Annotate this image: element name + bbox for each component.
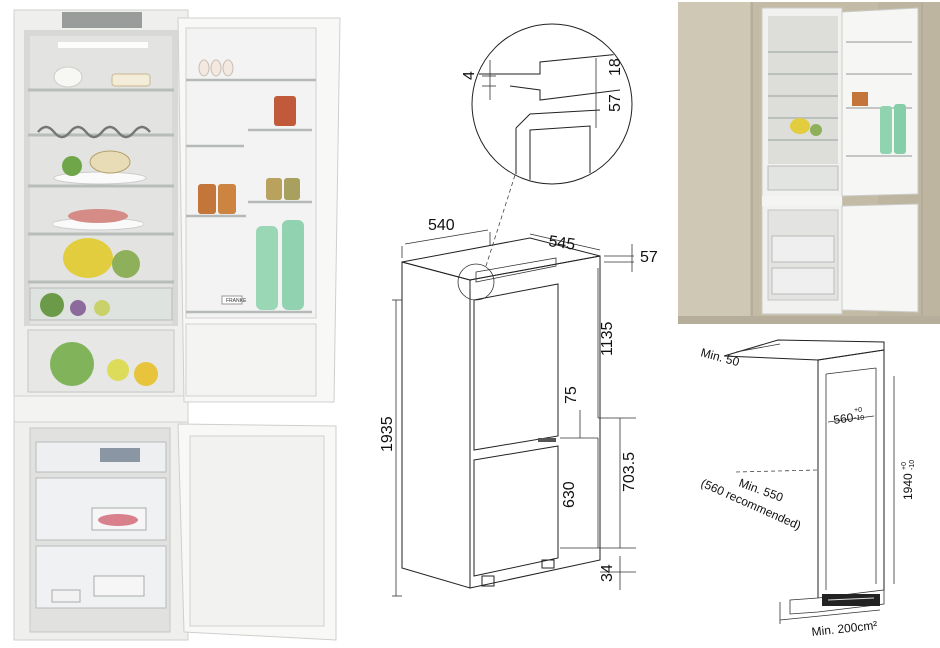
dim-width: 540 [428, 217, 455, 234]
shelves [28, 88, 174, 284]
dim-gap-mid: 75 [563, 386, 580, 404]
vent-grille [822, 594, 880, 606]
detail-zoom-circle [471, 23, 633, 185]
width-tol-plus: +0 [854, 407, 862, 414]
detail-gap: 4 [461, 71, 478, 80]
dim-depth: 545 [547, 233, 576, 254]
fridge-photo-right [678, 2, 940, 324]
detail-18: 18 [607, 58, 624, 76]
niche-height: 1940 [901, 473, 915, 500]
dim-bottom: 34 [599, 564, 616, 582]
dim-lower: 630 [561, 481, 578, 508]
meat-plate [68, 209, 128, 223]
bread [89, 150, 131, 174]
water-bottle [256, 226, 278, 310]
main-dimension-diagram: 540 545 57 1935 1135 75 630 703.5 34 4 1… [379, 23, 658, 597]
height-tol-minus: -10 [909, 460, 916, 470]
fridge-photo-left: FRANKE [13, 9, 341, 641]
jug [53, 66, 83, 88]
cheese-plate [111, 73, 151, 87]
height-tol-plus: +0 [901, 462, 908, 470]
niche-diagram: Min. 50 560 +0 -10 1940 +0 -10 Min. 550 … [699, 339, 916, 639]
wine-rack [37, 125, 151, 139]
brand-label: FRANKE [226, 298, 247, 304]
niche-width: 560 [832, 410, 854, 427]
lettuce [50, 342, 94, 386]
cabbage [112, 250, 140, 278]
dim-top-gap: 57 [640, 249, 658, 266]
detail-marker [457, 263, 495, 301]
width-tol-minus: -10 [854, 415, 864, 422]
greens [62, 156, 82, 176]
melon [63, 238, 113, 278]
control-panel [62, 12, 142, 28]
min-top: Min. 50 [699, 345, 741, 369]
jar [274, 96, 296, 126]
vent-area: Min. 200cm² [811, 618, 878, 639]
dim-lower-total: 703.5 [621, 452, 638, 492]
dim-upper: 1135 [599, 321, 616, 356]
dim-height: 1935 [379, 416, 396, 452]
detail-57: 57 [607, 94, 624, 112]
